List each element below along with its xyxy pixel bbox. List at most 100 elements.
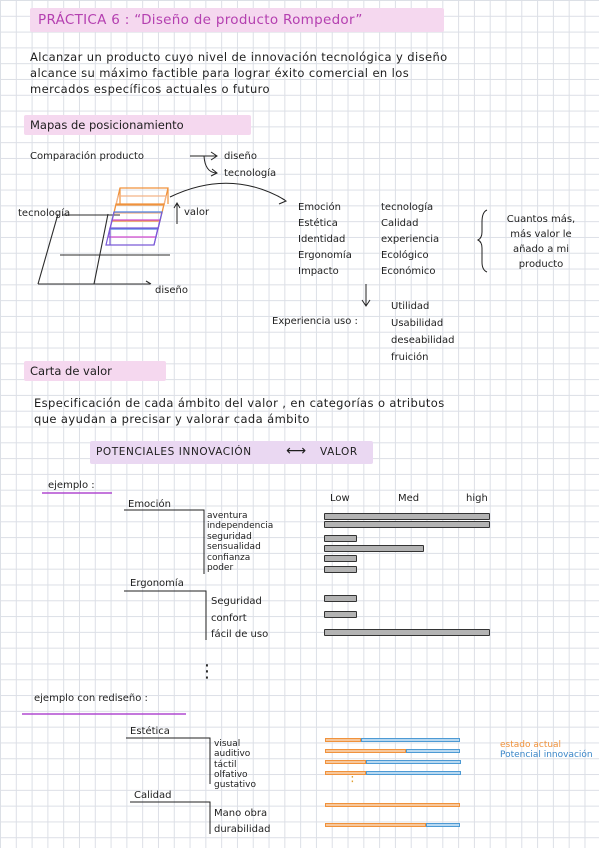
item-label: fácil de uso <box>211 629 269 640</box>
attribute-item: Emoción <box>298 202 341 213</box>
item-label: Mano obra <box>214 808 268 819</box>
tree-line <box>126 737 211 784</box>
potential-segment <box>361 738 460 742</box>
axis-label-tech: tecnología <box>18 208 71 219</box>
attribute-item: tecnología <box>381 202 434 213</box>
intro-line: mercados específicos actuales o futuro <box>30 82 270 96</box>
potential-right: VALOR <box>320 446 358 458</box>
item-label: independencia <box>207 521 274 532</box>
item-label: seguridad <box>207 531 252 542</box>
potential-segment <box>366 760 461 764</box>
value-bar <box>324 555 357 562</box>
scale-low: Low <box>330 493 350 504</box>
value-description: Especificación de cada ámbito del valor … <box>34 395 594 427</box>
aesthetics-items: visual auditivo táctil olfativo gustativ… <box>214 739 256 790</box>
example1-label: ejemplo : <box>48 480 95 491</box>
experience-item: deseabilidad <box>391 335 455 346</box>
attribute-item: Económico <box>381 266 436 277</box>
item-label: sensualidad <box>207 542 261 553</box>
redesign-bar <box>325 749 460 753</box>
note-line: más valor le <box>510 229 572 240</box>
experience-label: Experiencia uso : <box>272 316 358 327</box>
current-state-segment <box>325 738 361 742</box>
quality-items: Mano obra durabilidad <box>214 806 270 838</box>
example2-label: ejemplo con rediseño : <box>34 693 148 704</box>
item-label: táctil <box>214 759 237 770</box>
current-state-segment <box>325 760 366 764</box>
comparison-target-design: diseño <box>224 151 257 162</box>
item-label: gustativo <box>214 780 257 791</box>
positioning-axes <box>37 213 170 285</box>
current-state-segment <box>325 823 426 827</box>
experience-item: Utilidad <box>391 301 430 312</box>
tree-line <box>124 590 207 640</box>
attribute-item: experiencia <box>381 234 440 245</box>
value-bar <box>324 629 490 636</box>
legend-potential: Potencial innovación <box>500 750 593 760</box>
curved-arrow-icon <box>169 182 288 205</box>
arrow-down-icon <box>361 284 371 307</box>
page-title: PRÁCTICA 6 : “Diseño de producto Rompedo… <box>30 8 444 32</box>
potential-left: POTENCIALES INNOVACIÓN <box>96 446 252 458</box>
note-line: producto <box>518 259 564 270</box>
continuation-dots-icon: ⋮ <box>198 661 216 682</box>
experience-item: fruición <box>391 352 429 363</box>
section-maps-heading: Mapas de posicionamiento <box>24 115 251 135</box>
tree-line <box>130 801 211 834</box>
item-label: aventura <box>207 511 248 521</box>
double-arrow-icon: ⟷ <box>286 443 307 459</box>
value-bar <box>324 566 357 573</box>
emotion-items: aventura independencia seguridad sensual… <box>207 511 273 573</box>
arrow-right-icon <box>190 151 218 161</box>
comparison-target-tech: tecnología <box>224 168 277 179</box>
item-label: Seguridad <box>211 596 262 607</box>
arrow-right-icon <box>203 155 218 177</box>
value-bar <box>324 535 357 542</box>
attribute-item: Identidad <box>298 234 346 245</box>
potential-segment <box>406 749 460 753</box>
legend-current: estado actual <box>500 740 562 750</box>
intro-paragraph: Alcanzar un producto cuyo nivel de innov… <box>30 49 590 97</box>
attribute-item: Ergonomía <box>298 250 352 261</box>
value-bar <box>324 521 490 528</box>
value-bar <box>324 513 490 520</box>
item-label: auditivo <box>214 749 251 760</box>
current-state-segment <box>325 803 460 807</box>
attribute-item: Calidad <box>381 218 419 229</box>
redesign-bar <box>325 738 460 742</box>
group-aesthetics-title: Estética <box>130 726 170 737</box>
potential-segment <box>366 771 461 775</box>
redesign-bar <box>325 823 460 827</box>
item-label: durabilidad <box>214 824 271 835</box>
comparison-label: Comparación producto <box>30 151 145 162</box>
attribute-item: Ecológico <box>381 250 429 261</box>
description-line: que ayudan a precisar y valorar cada ámb… <box>34 412 310 426</box>
note-line: añado a mi <box>512 244 570 255</box>
item-label: visual <box>214 739 241 749</box>
value-planes-icon <box>105 187 169 246</box>
group-emotion-title: Emoción <box>128 499 171 510</box>
scale-high: high <box>466 493 488 504</box>
item-label: confianza <box>207 552 251 563</box>
axis-label-design: diseño <box>155 285 188 296</box>
axis-label-value: valor <box>184 207 210 218</box>
scale-med: Med <box>398 493 420 504</box>
group-ergonomics-title: Ergonomía <box>130 578 184 589</box>
value-bar <box>324 595 357 602</box>
redesign-bar <box>325 760 461 764</box>
experience-list: Utilidad Usabilidad deseabilidad fruició… <box>391 298 455 366</box>
arrow-up-icon <box>173 202 181 224</box>
tree-line <box>124 509 205 574</box>
intro-line: Alcanzar un producto cuyo nivel de innov… <box>30 50 448 64</box>
potential-banner: POTENCIALES INNOVACIÓN ⟷ VALOR <box>90 441 373 464</box>
item-label: poder <box>207 563 234 574</box>
note-line: Cuantos más, <box>506 214 576 225</box>
potential-segment <box>426 823 460 827</box>
value-note: Cuantos más, más valor le añado a mi pro… <box>492 212 590 272</box>
bracket-icon <box>476 209 488 273</box>
experience-item: Usabilidad <box>391 318 444 329</box>
current-state-segment <box>325 771 366 775</box>
attributes-left-list: Emoción Estética Identidad Ergonomía Imp… <box>298 200 352 280</box>
current-state-segment <box>325 749 406 753</box>
